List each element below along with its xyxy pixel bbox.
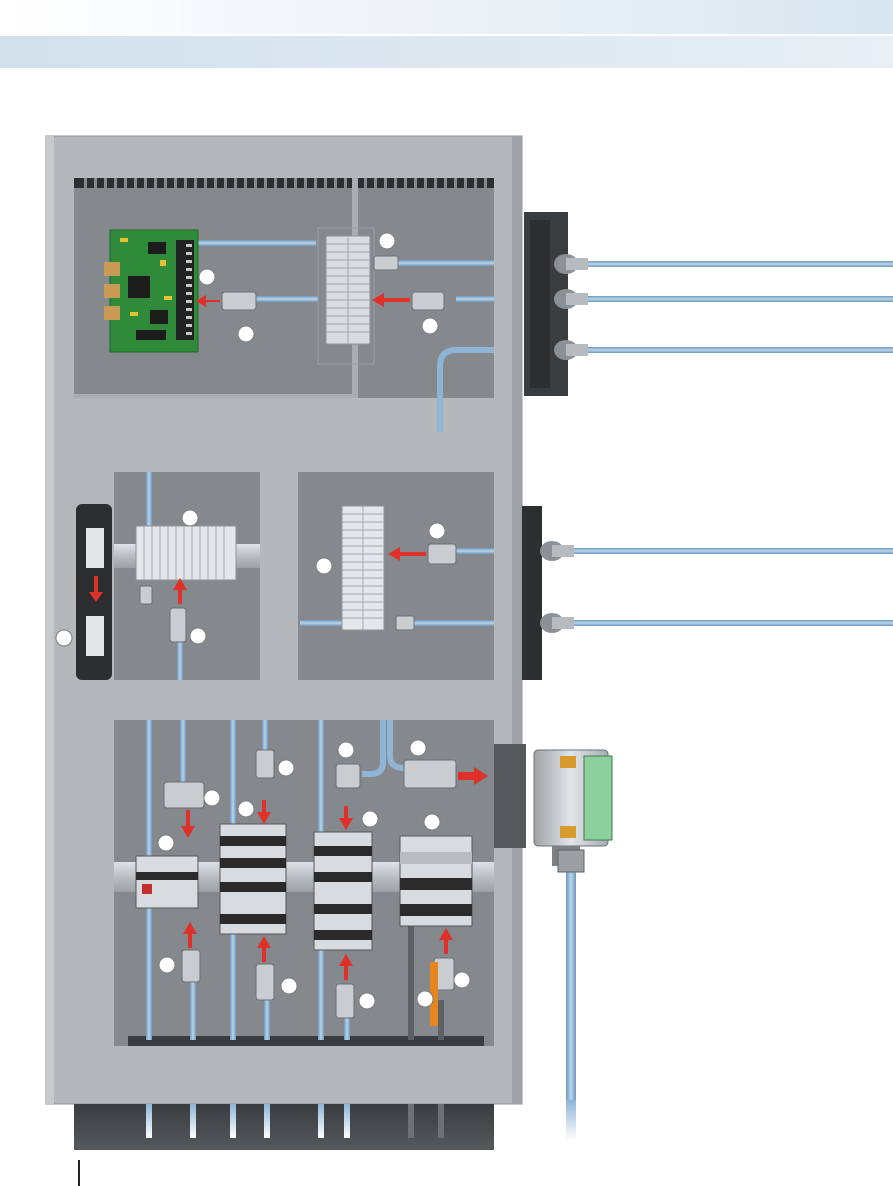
callouts	[55, 232, 471, 1010]
callout	[237, 800, 255, 818]
terminal-block-icon	[341, 505, 385, 631]
callout	[157, 834, 175, 852]
section-header-band	[0, 36, 893, 68]
cabinet-left-edge	[46, 136, 54, 1104]
callout	[378, 232, 396, 250]
cable-bottom-l	[438, 1000, 444, 1040]
callout	[198, 268, 216, 286]
terminal-block-icon	[219, 823, 287, 935]
middle-right-panel	[298, 472, 494, 680]
bottom-left-upright	[74, 680, 114, 1054]
cable-top-right-1	[398, 260, 494, 266]
middle-divider-post	[260, 472, 298, 680]
footer-rule	[78, 1160, 80, 1186]
cable-bottom-f	[264, 998, 270, 1040]
cable-pcb-to-terminal	[196, 240, 316, 246]
cable-bottom-k	[408, 916, 414, 1040]
callout	[361, 810, 379, 828]
cable-bottom-b	[180, 720, 186, 786]
cables-exit-bottom	[146, 1104, 444, 1138]
callout	[358, 992, 376, 1010]
callout	[409, 739, 427, 757]
left-duct-cutout	[76, 478, 112, 504]
circular-connector-icon	[522, 506, 574, 680]
orange-jumper-tool	[430, 962, 438, 1026]
callout	[280, 977, 298, 995]
cable-mid-left-down	[177, 640, 183, 680]
callout	[337, 741, 355, 759]
cable-hd-external	[566, 866, 576, 1136]
cable-external-4	[574, 548, 893, 554]
cable-external-1	[588, 261, 893, 267]
pcb-board-icon	[104, 229, 199, 353]
callout	[181, 509, 199, 527]
terminal-block-icon	[317, 227, 375, 365]
cabinet-crossbar-upper	[74, 432, 494, 472]
top-vent-slots	[84, 178, 487, 188]
callout	[237, 325, 255, 343]
cabinet-door-edge	[512, 136, 522, 1104]
header-band	[0, 0, 893, 34]
bottom-left-corner-cut	[114, 700, 134, 720]
cable-mid-right-1	[452, 548, 494, 554]
cable-bottom-h	[344, 1018, 350, 1040]
callout	[203, 789, 221, 807]
cable-top-right-2	[456, 296, 494, 302]
cabinet-plinth	[74, 1104, 494, 1150]
callout	[416, 990, 434, 1008]
callout	[315, 557, 333, 575]
callout	[421, 317, 439, 335]
cable-bottom-e	[262, 720, 268, 752]
cable-pcb-lower	[256, 296, 318, 302]
callout	[158, 956, 176, 974]
terminal-block-icon	[399, 835, 473, 927]
cable-bottom-c	[190, 980, 196, 1040]
cable-mid-right-left	[300, 620, 342, 626]
cabinet-crossbar-lower	[74, 680, 494, 720]
heavy-duty-connector-icon	[494, 744, 613, 866]
callout	[55, 629, 73, 647]
callout	[423, 813, 441, 831]
top-mounting-plate-bottom	[74, 394, 358, 398]
cable-external-2	[588, 296, 893, 302]
callout	[189, 627, 207, 645]
cable-external-3	[588, 347, 893, 353]
terminal-block-icon	[135, 855, 199, 909]
cable-mid-right-2	[412, 620, 494, 626]
cable-bottom-i	[362, 720, 386, 777]
callout	[428, 522, 446, 540]
plug-connector-icon	[139, 255, 457, 1019]
cable-external-5	[574, 620, 893, 626]
cable-top-riser	[437, 347, 494, 432]
insertion-arrow-icon	[89, 293, 488, 980]
bottom-cable-duct	[128, 1036, 484, 1046]
cable-hd-external-fade	[566, 1100, 576, 1140]
cable-mid-left-vertical	[146, 472, 152, 532]
terminal-block-icon	[86, 528, 104, 656]
callout	[277, 759, 295, 777]
cable-gland-icon	[557, 849, 585, 873]
callout	[453, 971, 471, 989]
circular-connector-icon	[524, 212, 588, 396]
terminal-block-icon	[135, 525, 237, 581]
terminal-block-icon	[313, 831, 373, 951]
